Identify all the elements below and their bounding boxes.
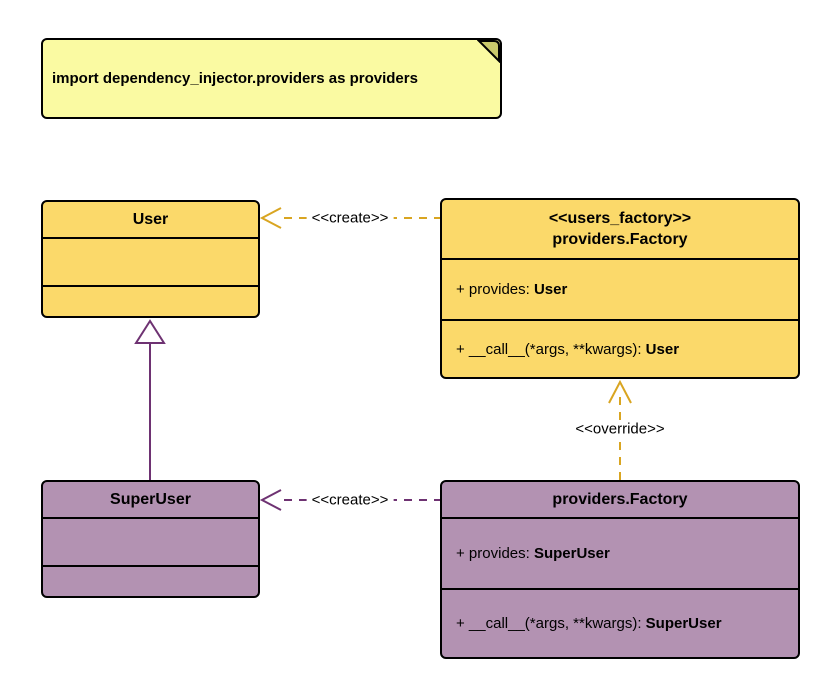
class-user-attributes: [43, 237, 258, 285]
class-users-factory-title: <<users_factory>> providers.Factory: [442, 200, 798, 258]
import-note: import dependency_injector.providers as …: [41, 38, 502, 119]
create-user-arrowhead-icon: [259, 207, 282, 229]
inheritance-triangle-icon: [134, 319, 166, 344]
note-fold-icon: [477, 40, 500, 63]
create-user-edge-label: <<create>>: [306, 209, 394, 227]
class-users-factory-stereotype: <<users_factory>>: [548, 210, 692, 227]
class-superuser-factory-name: providers.Factory: [552, 491, 688, 508]
class-superuser-name: SuperUser: [110, 491, 191, 508]
class-superuser-attributes: [43, 517, 258, 565]
class-users-factory-attributes: + provides: User: [442, 258, 798, 319]
attribute-provides: + provides: SuperUser: [456, 545, 610, 562]
method-call: + __call__(*args, **kwargs): SuperUser: [456, 615, 722, 632]
create-superuser-edge-label: <<create>>: [306, 491, 394, 509]
class-user-title: User: [43, 202, 258, 237]
class-user-methods: [43, 285, 258, 316]
attribute-type: SuperUser: [533, 545, 610, 562]
override-edge: [608, 379, 632, 480]
class-user: User: [41, 200, 260, 318]
class-user-name: User: [132, 211, 169, 228]
attribute-type: User: [533, 281, 568, 298]
method-return-type: User: [645, 340, 680, 358]
class-users-factory: <<users_factory>> providers.Factory + pr…: [440, 198, 800, 379]
method-return-type: SuperUser: [645, 615, 722, 632]
attribute-provides: + provides: User: [456, 281, 568, 298]
inheritance-edge: [134, 319, 166, 480]
class-superuser-methods: [43, 565, 258, 596]
class-superuser: SuperUser: [41, 480, 260, 598]
class-superuser-title: SuperUser: [43, 482, 258, 517]
import-note-text: import dependency_injector.providers as …: [52, 70, 418, 87]
override-arrowhead-icon: [608, 379, 632, 404]
class-superuser-factory-methods: + __call__(*args, **kwargs): SuperUser: [442, 588, 798, 657]
override-edge-label: <<override>>: [570, 420, 670, 438]
class-superuser-factory-attributes: + provides: SuperUser: [442, 517, 798, 588]
class-superuser-factory: providers.Factory + provides: SuperUser …: [440, 480, 800, 659]
class-users-factory-methods: + __call__(*args, **kwargs): User: [442, 319, 798, 377]
class-users-factory-name: providers.Factory: [552, 231, 688, 248]
class-superuser-factory-title: providers.Factory: [442, 482, 798, 517]
create-superuser-arrowhead-icon: [259, 489, 282, 511]
method-call: + __call__(*args, **kwargs): User: [456, 340, 680, 358]
